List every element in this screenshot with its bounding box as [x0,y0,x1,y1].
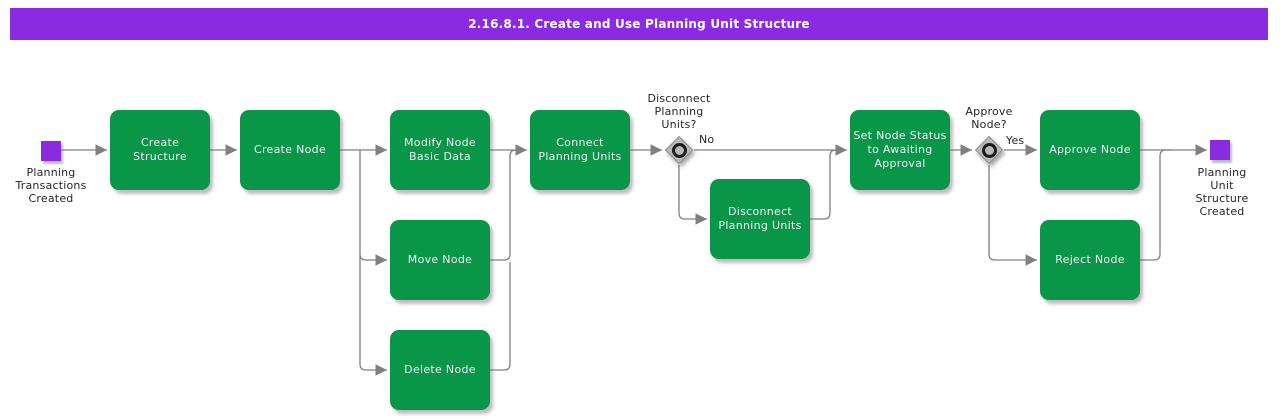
branch-label-no: No [699,133,715,146]
gateway-approve-node[interactable] [974,135,1004,165]
branch-label-yes: Yes [1006,134,1025,147]
diagram-title: 2.16.8.1. Create and Use Planning Unit S… [468,17,810,31]
edge-delete-node-merge [490,262,511,371]
start-event-node[interactable] [41,141,61,161]
task-create-structure[interactable]: Create Structure [110,110,210,190]
task-reject-node[interactable]: Reject Node [1040,220,1140,300]
task-approve-node[interactable]: Approve Node [1040,110,1140,190]
edge-branch-to-move-node [359,253,387,266]
edge-gateway2-to-reject-node [988,165,1037,266]
edge-move-node-merge [490,149,522,261]
gateway-circle-icon [981,142,997,158]
end-event-node[interactable] [1210,140,1230,160]
gateway-circle-icon [671,142,687,158]
edge-reject-node-merge [1140,149,1172,261]
task-set-node-status[interactable]: Set Node Status to Awaiting Approval [850,110,950,190]
start-event-label: Planning Transactions Created [15,166,87,205]
gateway-approve-question: Approve Node? [965,105,1013,131]
diagram-title-bar: 2.16.8.1. Create and Use Planning Unit S… [10,8,1268,40]
task-delete-node[interactable]: Delete Node [390,330,490,410]
end-event-label: Planning Unit Structure Created [1195,166,1249,218]
gateway-disconnect-units[interactable] [664,135,694,165]
task-move-node[interactable]: Move Node [390,220,490,300]
edge-gateway1-to-disconnect-units [678,165,707,225]
task-create-node[interactable]: Create Node [240,110,340,190]
task-modify-node-basic-data[interactable]: Modify Node Basic Data [390,110,490,190]
task-connect-planning-units[interactable]: Connect Planning Units [530,110,630,190]
edge-disconnect-units-merge [810,149,842,220]
edge-branch-to-delete-node [359,150,387,376]
task-disconnect-planning-units[interactable]: Disconnect Planning Units [710,179,810,259]
gateway-disconnect-question: Disconnect Planning Units? [647,92,711,131]
